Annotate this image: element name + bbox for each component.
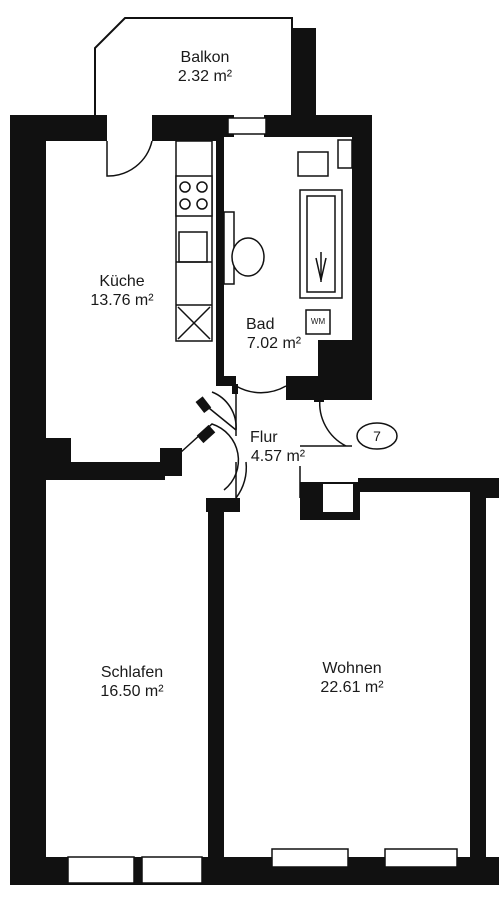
room-name: Flur (250, 429, 278, 446)
washing-machine-label: WM (310, 317, 326, 326)
door-leaf-kitchen (195, 396, 212, 413)
room-area: 16.50 m² (100, 683, 164, 700)
interior-walls (10, 137, 372, 857)
balcony-wall-right (292, 28, 316, 116)
room-label-kueche: Küche 13.76 m² (72, 272, 172, 310)
room-label-bad: Bad 7.02 m² (232, 315, 316, 353)
room-area: 4.57 m² (250, 448, 306, 465)
room-label-balkon: Balkon 2.32 m² (160, 48, 250, 86)
room-label-flur: Flur 4.57 m² (236, 428, 320, 466)
door-leaf-bedroom (196, 424, 216, 444)
windows (67, 117, 458, 884)
room-area: 7.02 m² (246, 335, 302, 352)
room-label-schlafen: Schlafen 16.50 m² (80, 663, 184, 701)
room-name: Balkon (180, 49, 230, 66)
unit-number-badge (356, 422, 398, 450)
room-label-wohnen: Wohnen 22.61 m² (300, 659, 404, 697)
kitchen-counter (175, 140, 213, 342)
door-swings (106, 140, 352, 499)
room-area: 22.61 m² (320, 679, 384, 696)
room-name: Bad (246, 316, 275, 333)
room-area: 2.32 m² (177, 68, 233, 85)
bathroom-fixtures (223, 139, 353, 335)
exterior-walls (10, 115, 499, 885)
room-name: Schlafen (100, 664, 164, 681)
room-name: Küche (99, 273, 145, 290)
room-name: Wohnen (322, 660, 382, 677)
door-leaf-entry (314, 396, 324, 402)
door-leaf-bath (232, 384, 238, 394)
room-area: 13.76 m² (90, 292, 154, 309)
unit-number-label: 7 (373, 428, 381, 444)
